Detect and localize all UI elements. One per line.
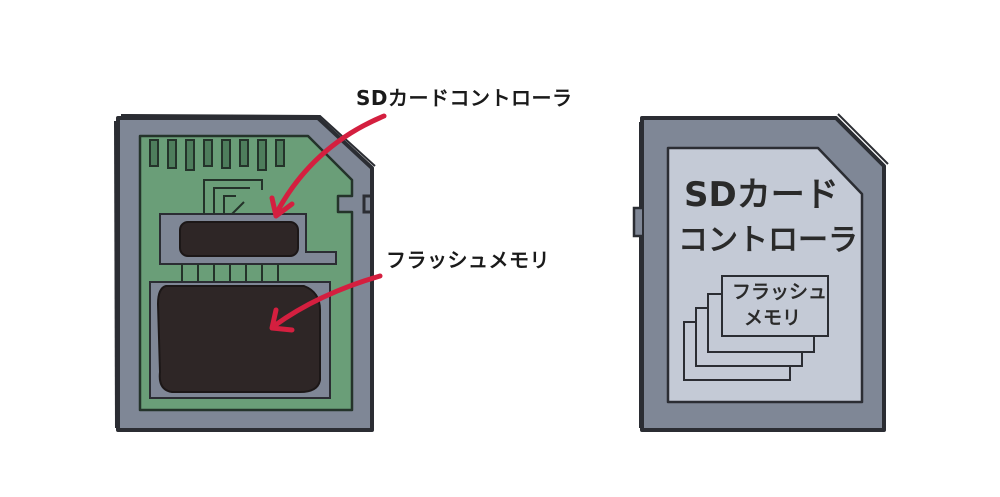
card-text-controller-line2: コントローラ	[678, 223, 858, 258]
label-sd-card-controller: SDカードコントローラ	[356, 86, 573, 110]
arrow-to-controller	[273, 113, 387, 217]
card-text-flash-line2: メモリ	[744, 307, 801, 329]
sd-card-external	[632, 113, 889, 432]
callout-arrows	[269, 113, 387, 333]
card-text-flash-line1: フラッシュ	[732, 281, 827, 303]
controller-chip	[179, 221, 299, 257]
flash-chip	[156, 285, 321, 393]
pcb-contacts	[149, 139, 285, 171]
card-text-controller-line1: SDカード	[684, 175, 839, 215]
memory-stack-icon	[683, 275, 829, 381]
sd-card-internal	[114, 114, 376, 432]
label-flash-memory: フラッシュメモリ	[386, 248, 550, 272]
arrow-to-flash	[271, 273, 383, 329]
